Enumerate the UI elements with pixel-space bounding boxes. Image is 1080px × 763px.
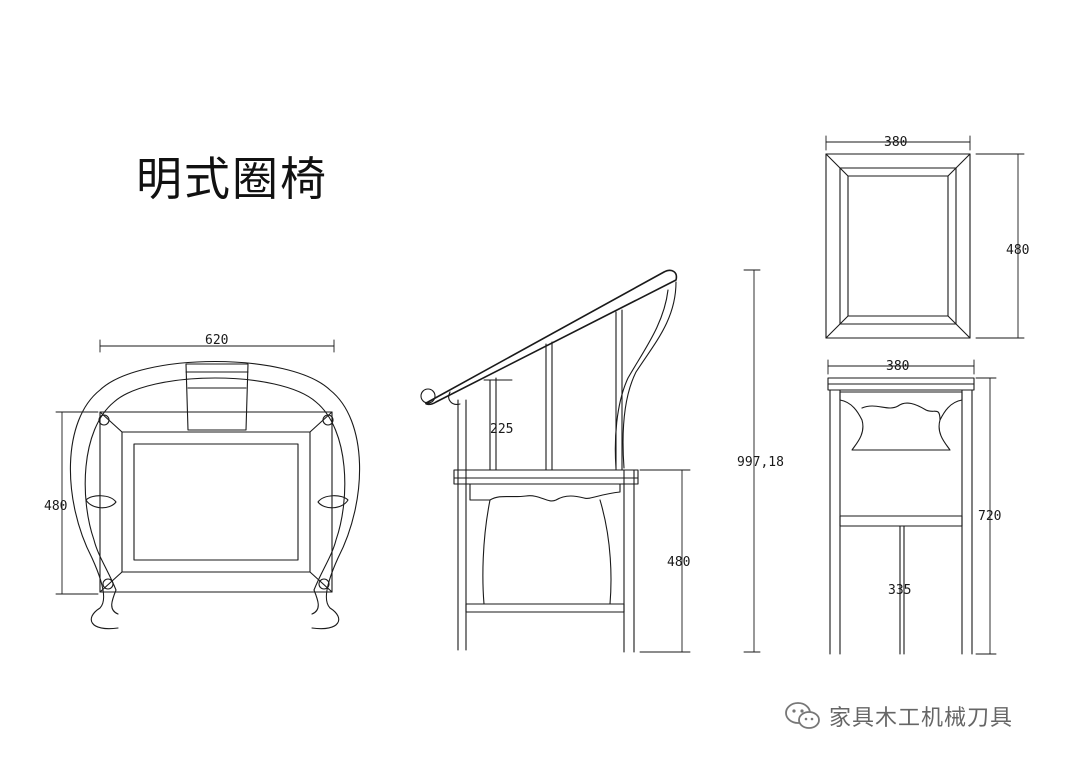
dim-label-top-width: 380 bbox=[884, 135, 907, 150]
seat-frame-inner bbox=[121, 431, 311, 573]
seat-top-panel bbox=[847, 175, 949, 317]
dim-label-overall-height: 997,18 bbox=[737, 455, 784, 470]
back-post-curve-inner bbox=[614, 289, 669, 469]
seat-side bbox=[453, 469, 639, 485]
dim-top-depth bbox=[975, 153, 1025, 339]
seat-top-outer bbox=[825, 153, 971, 339]
rear-apron-cusp bbox=[861, 402, 941, 421]
dim-overall-height bbox=[743, 269, 761, 653]
seat-top-miter-tl bbox=[825, 153, 849, 177]
arm-support-left bbox=[85, 495, 117, 509]
arm-support-right bbox=[317, 495, 349, 509]
foot-stretcher bbox=[465, 603, 625, 613]
post-front-left bbox=[102, 578, 114, 590]
dim-label-top-depth: 480 bbox=[1006, 243, 1029, 258]
wechat-icon bbox=[785, 702, 820, 729]
side-view: 225 480 997,18 bbox=[420, 269, 784, 653]
dim-rear-width bbox=[827, 359, 975, 375]
dim-label-front-width: 620 bbox=[205, 333, 228, 348]
dim-seat-height bbox=[639, 469, 691, 653]
dim-label-back-height: 225 bbox=[490, 422, 513, 437]
seat-top-miter-tr bbox=[947, 153, 971, 177]
dim-top-width bbox=[825, 135, 971, 151]
drawing-title: 明式圈椅 bbox=[136, 152, 328, 206]
post-front-right bbox=[318, 578, 330, 590]
dim-label-seat-height: 480 bbox=[667, 555, 690, 570]
dim-label-front-depth: 480 bbox=[44, 499, 67, 514]
dim-front-width bbox=[99, 339, 335, 353]
dim-label-rear-height: 720 bbox=[978, 509, 1001, 524]
seat-miter-br bbox=[309, 571, 333, 593]
seat-top-miter-br bbox=[947, 315, 971, 339]
watermark-text: 家具木工机械刀具 bbox=[829, 706, 1014, 731]
seat-frame-outer bbox=[99, 411, 333, 593]
plan-view: 620 480 bbox=[44, 333, 361, 630]
back-splat-top bbox=[185, 363, 249, 431]
dim-front-depth bbox=[55, 411, 99, 595]
dim-rear-height bbox=[975, 377, 997, 655]
post-back-left bbox=[98, 414, 110, 426]
watermark: 家具木工机械刀具 bbox=[783, 700, 1013, 732]
apron-curve bbox=[482, 499, 612, 605]
seat-top-inner bbox=[839, 167, 957, 325]
dim-back-height bbox=[483, 379, 513, 471]
post-back-right bbox=[322, 414, 334, 426]
arm-rail-side bbox=[425, 269, 678, 406]
apron-side bbox=[469, 483, 621, 502]
front-post-top bbox=[448, 391, 461, 405]
dim-label-rear-lower-width: 335 bbox=[888, 583, 911, 598]
rear-apron bbox=[839, 391, 963, 451]
dim-label-rear-width: 380 bbox=[886, 359, 909, 374]
seat-top-view: 380 480 bbox=[825, 135, 1029, 339]
seat-miter-bl bbox=[99, 571, 123, 593]
arm-rail-end bbox=[420, 388, 436, 404]
arm-rail-inner bbox=[84, 377, 346, 615]
seat-top-miter-bl bbox=[825, 315, 849, 339]
rear-view: 380 720 335 bbox=[827, 359, 1001, 655]
back-post-curve-outer bbox=[622, 281, 677, 469]
rear-stretcher bbox=[839, 515, 963, 527]
seat-panel bbox=[133, 443, 299, 561]
